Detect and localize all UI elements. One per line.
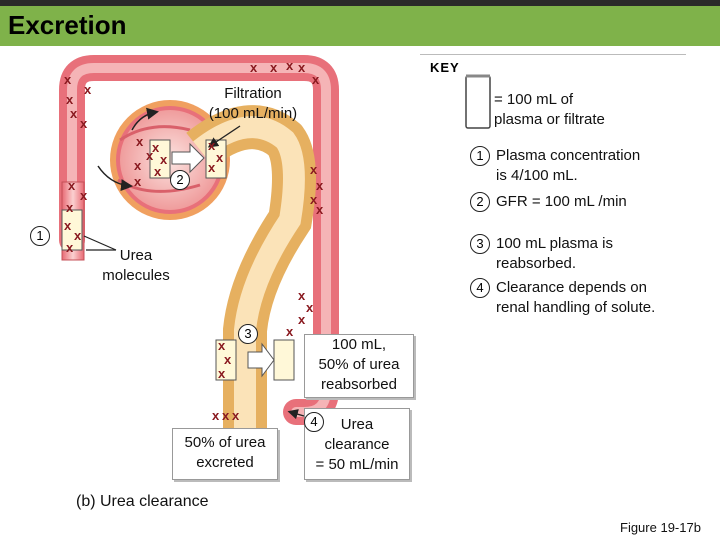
reabsorbed-text: 100 mL, 50% of urea reabsorbed [318, 336, 400, 393]
svg-text:x: x [316, 202, 324, 217]
svg-text:x: x [80, 188, 88, 203]
svg-text:x: x [136, 134, 144, 149]
svg-text:x: x [216, 150, 224, 165]
key-volume-label: = 100 mL of plasma or filtrate [494, 91, 605, 128]
svg-text:x: x [152, 140, 160, 155]
svg-text:x: x [154, 164, 162, 179]
excreted-box: 50% of urea excreted [172, 428, 278, 480]
tubule-reabsorb-box [215, 339, 237, 381]
reabsorption-arrow [247, 342, 275, 378]
svg-text:x: x [224, 352, 232, 367]
svg-text:x: x [218, 338, 226, 353]
svg-text:x: x [316, 178, 324, 193]
svg-text:x: x [66, 200, 74, 215]
key-item-3-num: 3 [470, 234, 490, 254]
urea-molecules-label: Urea molecules [102, 247, 170, 284]
header-bar [0, 6, 720, 46]
svg-text:x: x [310, 162, 318, 177]
figure-reference: Figure 19-17b [620, 520, 701, 535]
svg-text:x: x [66, 92, 74, 107]
svg-text:x: x [222, 408, 230, 423]
header-bar-top [0, 0, 720, 6]
figure-caption: (b) Urea clearance [76, 493, 209, 510]
svg-text:x: x [270, 60, 278, 75]
svg-text:x: x [232, 408, 240, 423]
svg-text:x: x [84, 82, 92, 97]
svg-text:x: x [286, 324, 294, 339]
svg-text:x: x [250, 60, 258, 75]
key-item-2-text: GFR = 100 mL /min [496, 193, 627, 210]
svg-text:x: x [70, 106, 78, 121]
step-4-marker: 4 [304, 412, 324, 432]
step-2-marker: 2 [170, 170, 190, 190]
svg-text:x: x [306, 300, 314, 315]
svg-text:x: x [218, 366, 226, 381]
vessel-reabsorbed-box [273, 339, 295, 381]
svg-text:x: x [208, 138, 216, 153]
filtrate-box-glomerulus [149, 139, 171, 179]
filtration-label: Filtration (100 mL/min) [208, 85, 298, 122]
reabsorbed-box: 100 mL, 50% of urea reabsorbed [304, 334, 414, 398]
key-divider [420, 54, 686, 55]
svg-text:x: x [312, 72, 320, 87]
svg-text:x: x [134, 174, 142, 189]
plasma-box-vessel [61, 209, 83, 251]
svg-text:x: x [66, 240, 74, 255]
svg-text:x: x [134, 158, 142, 173]
svg-text:x: x [298, 312, 306, 327]
svg-text:x: x [80, 116, 88, 131]
key-item-4-text: Clearance depends on renal handling of s… [496, 279, 656, 316]
svg-text:x: x [286, 58, 294, 73]
step-3-marker: 3 [238, 324, 258, 344]
key-item-4-num: 4 [470, 278, 490, 298]
clearance-text: Urea clearance = 50 mL/min [315, 416, 399, 473]
excreted-text: 50% of urea excreted [184, 434, 266, 471]
key-title: KEY [430, 60, 460, 75]
svg-text:x: x [310, 192, 318, 207]
svg-text:x: x [208, 160, 216, 175]
page-title: Excretion [8, 10, 127, 40]
key-item-3-text: 100 mL plasma is reabsorbed. [496, 235, 613, 272]
step-1-marker: 1 [30, 226, 50, 246]
filtration-arrow [171, 142, 205, 174]
svg-text:x: x [146, 148, 154, 163]
svg-text:x: x [160, 152, 168, 167]
svg-text:x: x [74, 228, 82, 243]
svg-text:x: x [212, 408, 220, 423]
svg-text:x: x [68, 178, 76, 193]
key-item-2-num: 2 [470, 192, 490, 212]
key-item-1-text: Plasma concentration is 4/100 mL. [496, 147, 641, 184]
svg-text:x: x [64, 218, 72, 233]
svg-text:x: x [298, 60, 306, 75]
svg-text:x: x [298, 288, 306, 303]
key-item-1-num: 1 [470, 146, 490, 166]
key-volume-box [465, 75, 491, 129]
svg-text:x: x [64, 72, 72, 87]
